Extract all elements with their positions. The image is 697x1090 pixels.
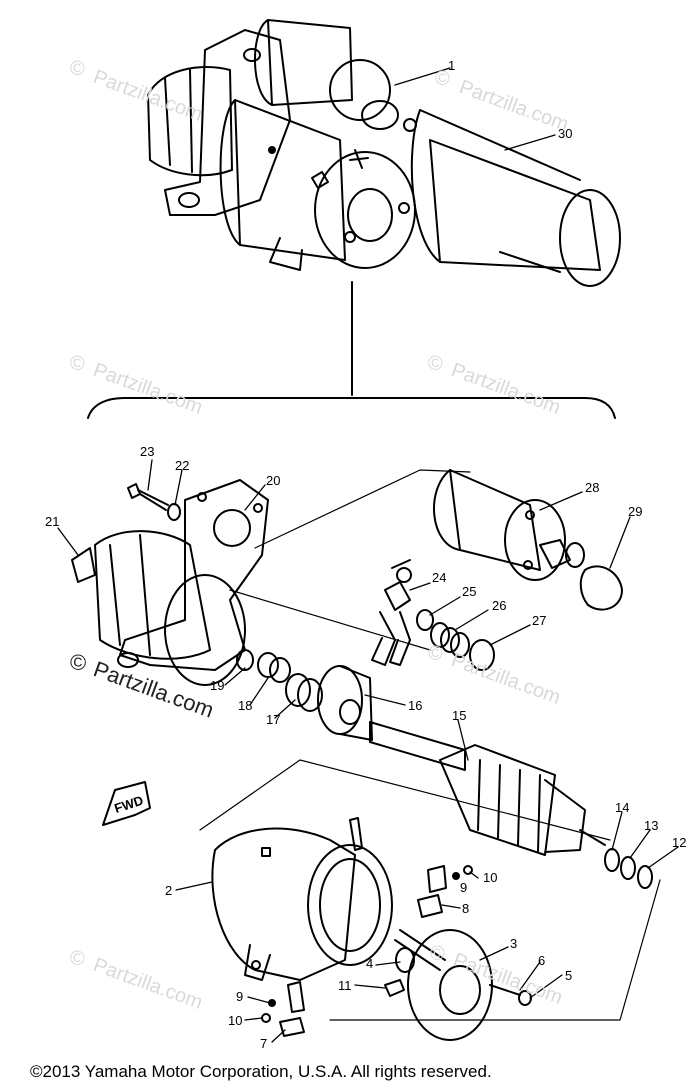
watermark-symbol: © — [70, 353, 85, 375]
callout: 9 — [460, 880, 467, 895]
callout: 6 — [538, 953, 545, 968]
callout: 15 — [452, 708, 466, 723]
part-spring — [430, 622, 470, 658]
part-washer-c — [637, 865, 653, 889]
callout: 3 — [510, 936, 517, 951]
part-washer-b — [620, 856, 636, 880]
callout: 24 — [432, 570, 446, 585]
callout: 22 — [175, 458, 189, 473]
part-pinion — [257, 652, 291, 683]
part-brush-holder — [427, 865, 447, 893]
watermark-symbol: © — [430, 943, 445, 965]
callout: 30 — [558, 126, 572, 141]
exploded-view-bracket — [87, 397, 616, 419]
callout: 5 — [565, 968, 572, 983]
callout: 21 — [45, 514, 59, 529]
part-plunger — [469, 639, 495, 671]
callout: 17 — [266, 712, 280, 727]
callout: 9 — [236, 989, 243, 1004]
part-seal — [384, 979, 405, 997]
watermark: Partzilla.com — [90, 359, 205, 419]
callout: 7 — [260, 1036, 267, 1051]
callout: 2 — [165, 883, 172, 898]
callout: 8 — [462, 901, 469, 916]
callout: 11 — [338, 978, 352, 993]
callout: 13 — [644, 818, 658, 833]
callout: 28 — [585, 480, 599, 495]
fwd-arrow — [102, 781, 151, 826]
watermark: Partzilla.com — [448, 359, 563, 419]
callout: 10 — [228, 1013, 242, 1028]
callout: 19 — [210, 678, 224, 693]
part-brush — [417, 894, 443, 918]
callout: 1 — [448, 58, 455, 73]
callout-numbers: 1 30 23 22 20 21 28 29 24 25 26 27 19 18… — [45, 58, 686, 1051]
callout: 23 — [140, 444, 154, 459]
part-clutch — [317, 665, 373, 741]
callout: 14 — [615, 800, 629, 815]
watermark: Partzilla.com — [456, 76, 571, 136]
part-cap — [579, 565, 623, 611]
watermark-symbol: © — [435, 68, 450, 90]
callout: 4 — [366, 956, 373, 971]
part-armature — [369, 721, 606, 856]
watermark: Partzilla.com — [450, 949, 565, 1009]
watermark-symbol: © — [70, 948, 85, 970]
leader-lines — [57, 67, 679, 1043]
callout: 10 — [483, 870, 497, 885]
part-gear — [285, 673, 323, 712]
callout: 18 — [238, 698, 252, 713]
part-brush-lower — [279, 1017, 305, 1037]
copyright-notice: ©2013 Yamaha Motor Corporation, U.S.A. A… — [30, 1062, 492, 1081]
part-shift-lever — [371, 559, 412, 666]
part-yoke — [211, 817, 393, 981]
callout: 26 — [492, 598, 506, 613]
part-nose-housing — [71, 479, 269, 686]
watermark: Partzilla.com — [90, 954, 205, 1014]
part-through-bolt — [489, 984, 521, 996]
callout: 25 — [462, 584, 476, 599]
callout: 20 — [266, 473, 280, 488]
part-washer-a — [604, 848, 620, 872]
part-bolt-washer — [127, 483, 181, 521]
part-stop-ring — [236, 649, 254, 671]
watermark-symbol: © — [70, 58, 85, 80]
watermark-symbol: © — [70, 650, 86, 675]
watermark-symbol: © — [428, 353, 443, 375]
watermark: Partzilla.com — [448, 649, 563, 709]
watermark-symbol: © — [428, 643, 443, 665]
callout: 27 — [532, 613, 546, 628]
assembled-starter-motor — [147, 19, 621, 287]
part-bushing — [395, 947, 415, 973]
part-solenoid — [433, 469, 585, 581]
part-brush-holder-lower — [287, 981, 305, 1013]
callout: 16 — [408, 698, 422, 713]
callout: 29 — [628, 504, 642, 519]
part-washer — [416, 609, 434, 631]
callout: 12 — [672, 835, 686, 850]
